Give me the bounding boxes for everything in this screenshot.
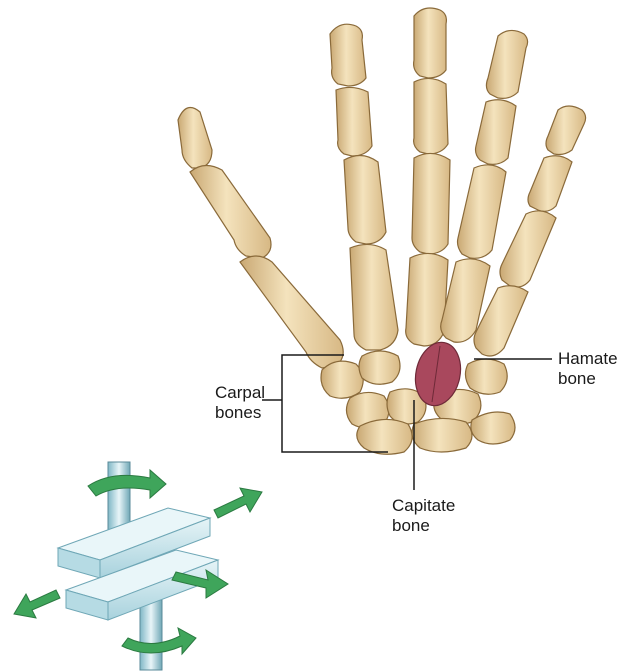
carpal-label-line1: Carpal — [215, 383, 265, 403]
arrow-upper-right-icon — [214, 488, 262, 518]
capitate-label-line1: Capitate — [392, 496, 455, 516]
trapezoid-bone — [359, 351, 400, 384]
ring-distal-phalanx — [486, 30, 527, 98]
thumb-metacarpal — [240, 256, 343, 368]
index-distal-phalanx — [330, 24, 366, 86]
little-proximal-phalanx — [500, 211, 556, 287]
thumb-bones — [178, 108, 343, 369]
lower-rod — [140, 600, 162, 670]
middle-finger-bones — [406, 8, 450, 346]
carpal-label-line2: bones — [215, 403, 265, 423]
joint-model-illustration — [14, 462, 262, 670]
little-distal-phalanx — [546, 106, 586, 155]
hamate-label-line2: bone — [558, 369, 618, 389]
carpal-bones-label: Carpal bones — [215, 383, 265, 423]
index-middle-phalanx — [336, 87, 372, 156]
ring-proximal-phalanx — [458, 165, 507, 259]
little-middle-phalanx — [528, 156, 572, 212]
pisiform-bone — [465, 359, 507, 394]
thumb-distal-phalanx — [178, 108, 212, 169]
middle-distal-phalanx — [414, 8, 447, 78]
ring-middle-phalanx — [476, 100, 517, 165]
wrist-base-left — [357, 419, 412, 454]
capitate-label-line2: bone — [392, 516, 455, 536]
capitate-bone-label: Capitate bone — [392, 496, 455, 536]
wrist-base-right — [412, 418, 472, 452]
wrist-base-far-right — [471, 412, 515, 444]
index-proximal-phalanx — [344, 155, 386, 244]
thumb-proximal-phalanx — [190, 165, 271, 258]
middle-proximal-phalanx — [412, 153, 450, 254]
index-finger-bones — [330, 24, 398, 350]
trapezium-bone — [321, 361, 363, 398]
arrow-lower-left-icon — [14, 590, 60, 618]
hamate-bone-label: Hamate bone — [558, 349, 618, 389]
hamate-label-line1: Hamate — [558, 349, 618, 369]
upper-rod — [108, 462, 130, 532]
index-metacarpal — [350, 244, 398, 350]
middle-middle-phalanx — [414, 78, 448, 154]
